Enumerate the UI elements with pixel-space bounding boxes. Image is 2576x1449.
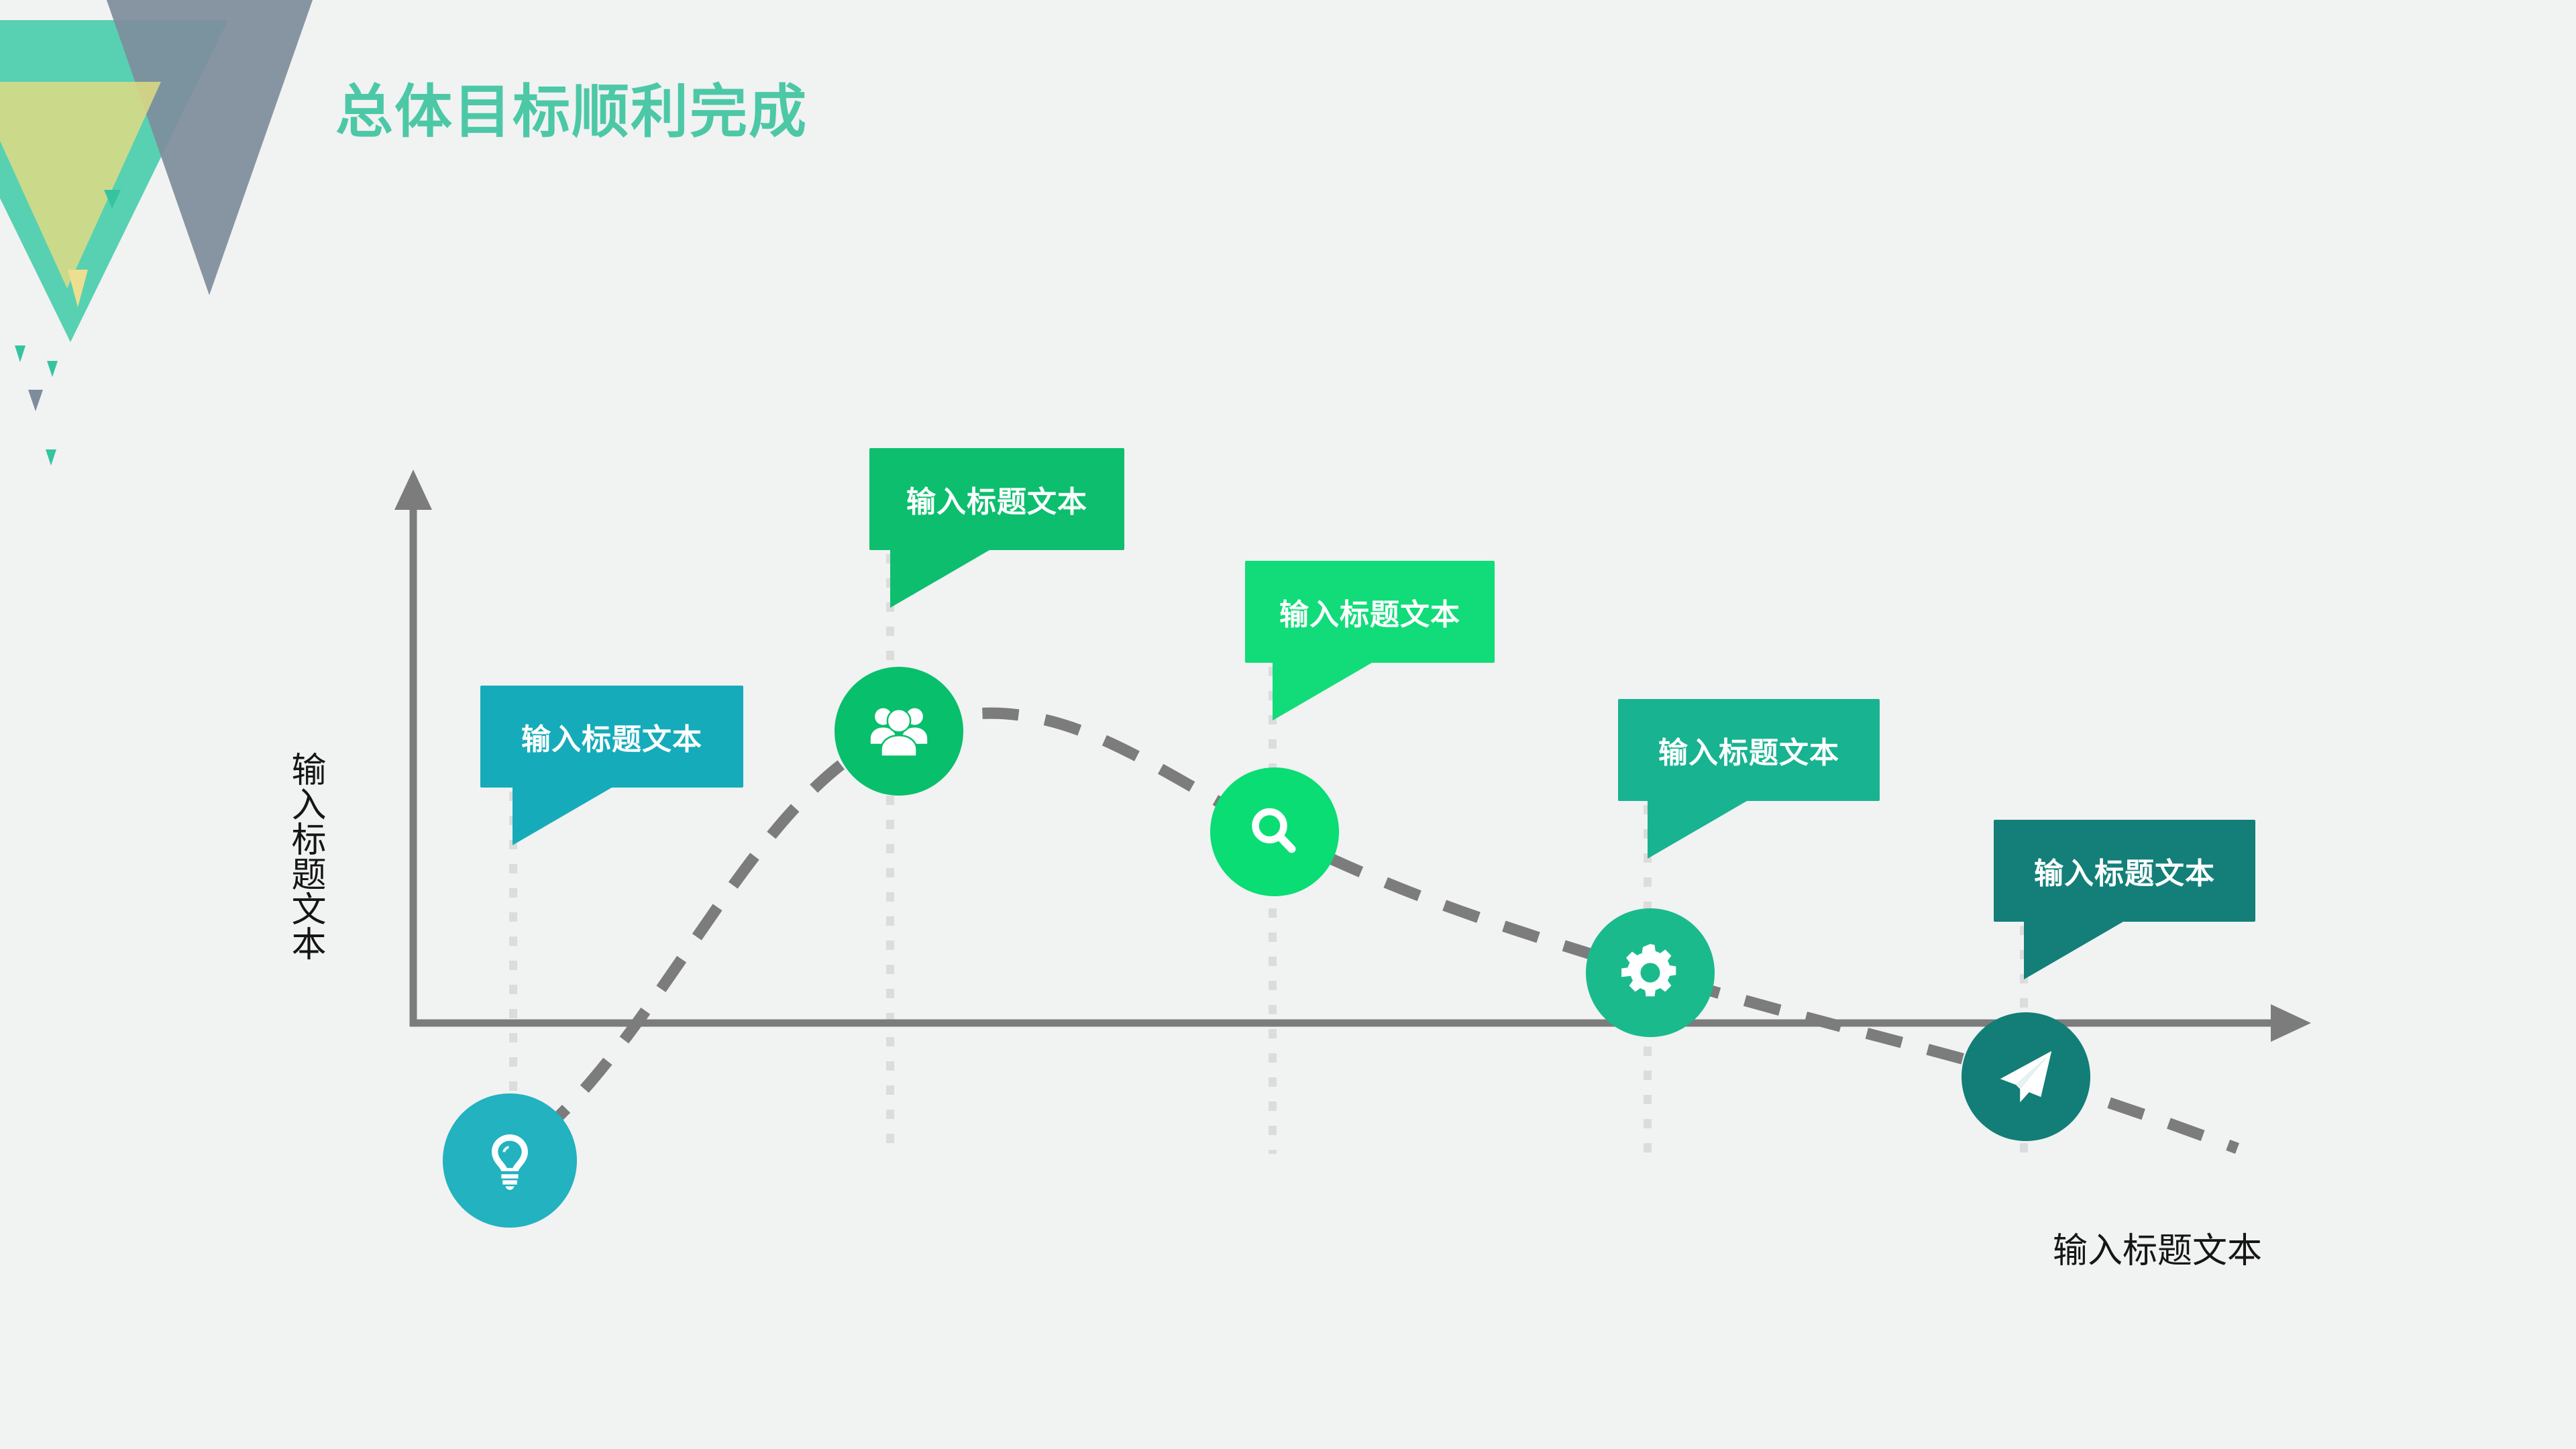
callout-1-label: 输入标题文本 <box>521 723 702 756</box>
x-axis-label: 输入标题文本 <box>2053 1232 2263 1271</box>
callout-2-label: 输入标题文本 <box>906 486 1087 519</box>
callout-5-tail <box>2024 922 2123 979</box>
callout-1[interactable]: 输入标题文本 <box>480 686 743 845</box>
node-lightbulb[interactable] <box>443 1093 577 1228</box>
search-icon <box>1252 808 1296 853</box>
callout-5[interactable]: 输入标题文本 <box>1994 820 2255 979</box>
callout-2[interactable]: 输入标题文本 <box>869 448 1124 608</box>
callout-3-tail <box>1273 663 1372 720</box>
page-title: 总体目标顺利完成 <box>335 80 808 144</box>
y-axis-label: 输入标题文本 <box>286 751 325 961</box>
x-axis-arrowhead <box>2271 1004 2311 1042</box>
paper-plane-icon <box>2000 1051 2052 1103</box>
users-icon <box>870 708 928 757</box>
callout-3[interactable]: 输入标题文本 <box>1245 561 1495 720</box>
callout-3-label: 输入标题文本 <box>1279 598 1460 631</box>
callout-4-tail <box>1648 801 1747 859</box>
callout-1-tail <box>513 788 612 845</box>
callout-5-label: 输入标题文本 <box>2034 857 2215 890</box>
node-gear[interactable] <box>1586 908 1715 1037</box>
node-users[interactable] <box>835 667 963 796</box>
node-paper-plane[interactable] <box>1962 1012 2090 1141</box>
callout-4-label: 输入标题文本 <box>1658 737 1839 769</box>
gear-icon <box>1621 944 1676 997</box>
node-search[interactable] <box>1210 767 1339 896</box>
callout-2-tail <box>890 550 989 608</box>
lightbulb-icon <box>492 1134 528 1190</box>
y-axis-arrowhead <box>394 470 432 510</box>
callout-4[interactable]: 输入标题文本 <box>1618 699 1880 859</box>
